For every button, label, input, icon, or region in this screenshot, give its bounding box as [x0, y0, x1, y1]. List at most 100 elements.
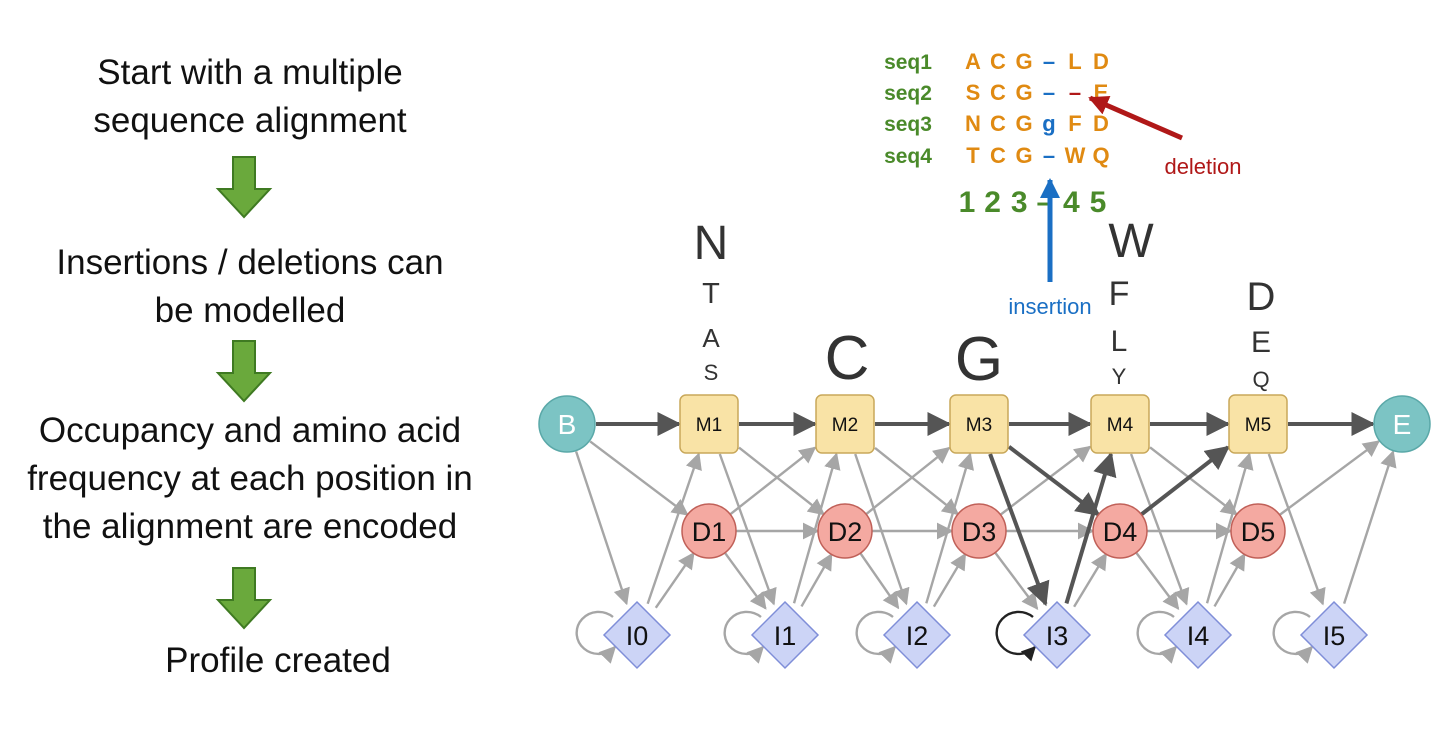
column-number: 1 — [959, 186, 976, 219]
self-loop-arrow — [723, 610, 765, 664]
down-arrow-icon — [215, 567, 273, 630]
insert-state-label: I1 — [774, 621, 797, 651]
step-text-line: sequence alignment — [93, 101, 407, 140]
alignment-residue: – — [1043, 49, 1055, 74]
emission-letter: D — [1247, 275, 1276, 319]
emission-letter: L — [1111, 325, 1128, 358]
transition-arrow — [574, 451, 630, 606]
transition-arrow — [874, 447, 960, 516]
insert-state-label: I0 — [626, 621, 649, 651]
insert-state-label: I3 — [1046, 621, 1069, 651]
begin-state-label: B — [558, 409, 577, 440]
delete-state-label: D4 — [1103, 517, 1138, 547]
sequence-name: seq3 — [884, 113, 932, 136]
match-state-label: M4 — [1107, 415, 1134, 436]
alignment-residue: S — [966, 80, 981, 105]
sequence-name: seq4 — [884, 145, 932, 168]
transition-arrow — [865, 446, 951, 516]
match-state-label: M1 — [696, 415, 722, 436]
alignment-residue: T — [966, 143, 980, 168]
begin-state — [538, 395, 596, 453]
alignment-residue: G — [1015, 49, 1032, 74]
emission-letter: F — [1109, 275, 1130, 313]
delete-state-label: D3 — [962, 517, 997, 547]
self-loop-arrow — [1136, 610, 1178, 664]
transition-edges — [574, 412, 1397, 664]
sequence-name: seq2 — [884, 82, 932, 105]
alignment-residue: – — [1043, 80, 1055, 105]
emission-letter: E — [1251, 326, 1271, 359]
transition-arrow — [932, 552, 967, 608]
end-state-label: E — [1393, 409, 1412, 440]
transition-arrow — [1278, 440, 1381, 516]
delete-state-label: D2 — [828, 517, 863, 547]
step-indels: Insertions / deletions can be modelled — [0, 239, 500, 335]
insert-state — [882, 600, 952, 670]
transition-arrow — [859, 552, 900, 610]
emission-letter: W — [1108, 215, 1154, 268]
alignment-residue: N — [965, 111, 981, 136]
alignment-residue: L — [1068, 49, 1081, 74]
transition-arrow — [738, 446, 826, 516]
step-text-line: Start with a multiple — [97, 53, 403, 92]
insert-state — [1163, 600, 1233, 670]
transition-arrow — [1129, 453, 1190, 606]
alignment-residue: G — [1015, 80, 1032, 105]
insert-state-label: I4 — [1187, 621, 1210, 651]
match-state-label: M2 — [832, 415, 858, 436]
match-state-label: M3 — [966, 415, 992, 436]
transition-arrow — [1007, 445, 1101, 517]
alignment-residue: F — [1068, 111, 1081, 136]
transition-arrow — [1073, 552, 1108, 608]
alignment-residue: C — [990, 111, 1006, 136]
emission-letter: T — [702, 278, 720, 310]
transition-arrow — [1149, 446, 1238, 516]
transition-arrow — [1205, 452, 1254, 604]
transition-arrow — [729, 446, 817, 516]
delete-state-label: D5 — [1241, 517, 1276, 547]
alignment-residue: – — [1069, 80, 1081, 105]
alignment-residue: G — [1015, 111, 1032, 136]
step-text-line: the alignment are encoded — [42, 507, 458, 546]
match-state — [1090, 394, 1150, 454]
emission-letter: A — [702, 323, 720, 353]
end-state — [1373, 395, 1431, 453]
insert-state — [1299, 600, 1369, 670]
column-number: 2 — [984, 186, 1001, 219]
alignment-residue: C — [990, 49, 1006, 74]
match-state — [1228, 394, 1288, 454]
delete-state — [1092, 503, 1148, 559]
transition-arrow — [925, 452, 974, 604]
emission-letter: S — [704, 360, 719, 385]
down-arrow-icon — [215, 340, 273, 403]
emission-letter: G — [955, 325, 1003, 394]
step-text-line: frequency at each position in — [27, 459, 473, 498]
emission-letter: N — [694, 217, 729, 270]
alignment-residue: W — [1065, 143, 1086, 168]
match-state — [949, 394, 1009, 454]
alignment-residue: – — [1043, 143, 1055, 168]
alignment-residue: A — [965, 49, 981, 74]
insert-state-label: I2 — [906, 621, 929, 651]
step-text-line: Insertions / deletions can — [56, 243, 444, 282]
step-text-line: Occupancy and amino acid — [38, 411, 462, 450]
transition-arrow — [1342, 450, 1397, 604]
delete-state-label: D1 — [692, 517, 727, 547]
alignment-residue: G — [1015, 143, 1032, 168]
alignment-residue: g — [1042, 111, 1055, 136]
emission-letter: C — [825, 324, 870, 393]
emission-letter: Q — [1252, 367, 1269, 392]
match-state — [679, 394, 739, 454]
column-number: 4 — [1063, 186, 1080, 219]
step-alignment: Start with a multiple sequence alignment — [0, 49, 500, 145]
transition-arrow — [792, 452, 841, 604]
transition-arrow — [988, 453, 1050, 607]
delete-state — [951, 503, 1007, 559]
insert-state — [750, 600, 820, 670]
delete-state — [681, 503, 737, 559]
emission-letter: Y — [1112, 364, 1127, 389]
